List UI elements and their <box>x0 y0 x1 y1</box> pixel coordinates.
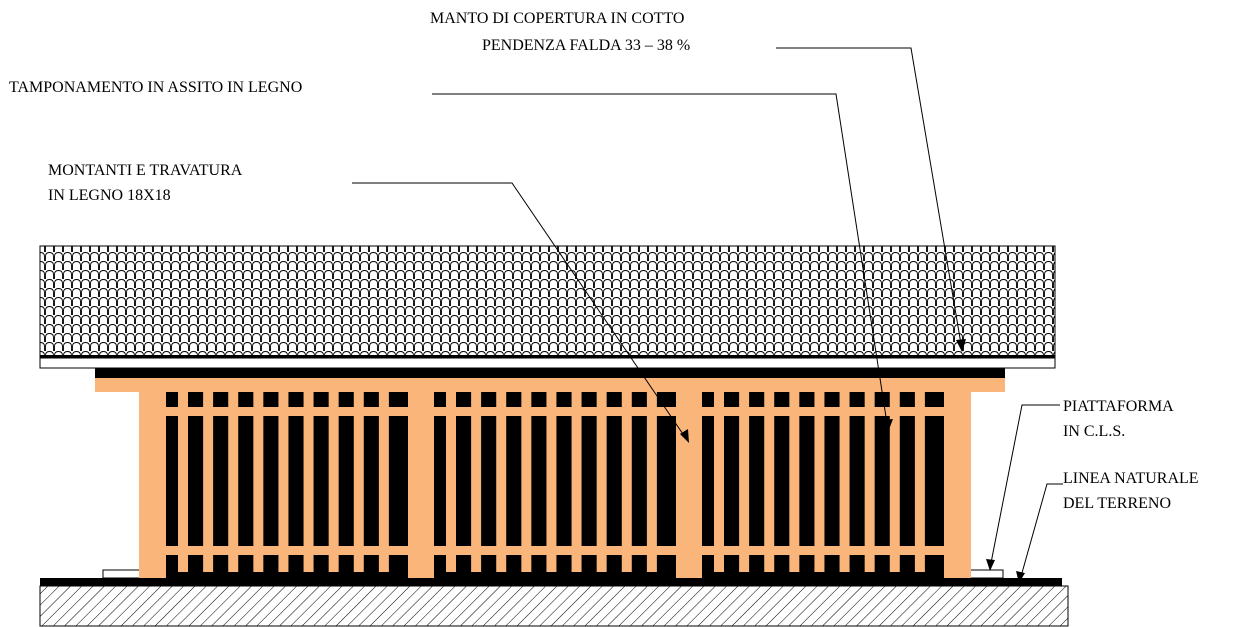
vertical-slat <box>446 392 456 572</box>
vertical-slat <box>471 392 482 572</box>
vertical-slat <box>621 392 632 572</box>
leader-posts-beams <box>352 182 688 441</box>
arrow-posts-beams <box>680 429 689 443</box>
ground-hatch <box>39 585 1069 627</box>
vertical-slat <box>328 392 339 572</box>
arrow-roof-covering <box>956 339 966 352</box>
vertical-slat <box>253 392 264 572</box>
vertical-slat <box>889 392 900 572</box>
label-roof-covering-1: MANTO DI COPERTURA IN COTTO <box>430 10 684 27</box>
leader-platform <box>989 404 1060 569</box>
main-post <box>408 392 434 578</box>
leader-plank-infill <box>432 93 889 431</box>
roof-eave-line <box>40 355 1055 358</box>
leader-roof-covering <box>776 47 963 351</box>
vertical-slat <box>714 392 724 572</box>
timber-wall-frame <box>139 392 971 578</box>
label-posts-beams-2: IN LEGNO 18X18 <box>48 187 171 204</box>
label-platform-2: IN C.L.S. <box>1063 423 1125 440</box>
roof-eave-strip <box>39 357 1056 369</box>
vertical-slat <box>571 392 582 572</box>
leader-ground <box>1019 483 1063 581</box>
label-ground-line-2: DEL TERRENO <box>1063 495 1171 512</box>
vertical-slat <box>839 392 850 572</box>
vertical-slat <box>814 392 825 572</box>
vertical-slat <box>378 392 389 572</box>
label-plank-infill: TAMPONAMENTO IN ASSITO IN LEGNO <box>9 79 302 96</box>
vertical-slat <box>864 392 875 572</box>
vertical-slat <box>914 392 925 572</box>
vertical-slat <box>496 392 507 572</box>
vertical-slat <box>596 392 607 572</box>
vertical-slat <box>353 392 364 572</box>
leader-lines <box>352 47 1063 581</box>
roof-beam-timber <box>95 378 1005 392</box>
vertical-slat <box>228 392 239 572</box>
vertical-slat <box>646 392 657 572</box>
vertical-slat <box>764 392 775 572</box>
main-post <box>944 392 971 578</box>
label-platform-1: PIATTAFORMA <box>1063 398 1174 415</box>
main-post <box>139 392 166 578</box>
arrow-platform <box>986 559 995 571</box>
ground-line <box>40 578 1062 586</box>
label-ground-line-1: LINEA NATURALE <box>1063 470 1199 487</box>
main-post <box>676 392 702 578</box>
vertical-slat <box>789 392 800 572</box>
arrow-ground <box>1016 571 1025 583</box>
leader-arrowheads <box>680 339 1025 583</box>
vertical-slat <box>303 392 314 572</box>
vertical-slat <box>739 392 750 572</box>
vertical-slat <box>546 392 557 572</box>
arrow-plank-infill <box>883 419 893 432</box>
vertical-slat <box>278 392 289 572</box>
label-roof-covering-2: PENDENZA FALDA 33 – 38 % <box>482 37 690 54</box>
roof-tiles <box>39 245 1056 359</box>
roof-beam-dark <box>95 368 1005 378</box>
label-posts-beams-1: MONTANTI E TRAVATURA <box>48 162 243 179</box>
vertical-slat <box>203 392 214 572</box>
vertical-slat <box>521 392 532 572</box>
vertical-slat <box>178 392 188 572</box>
